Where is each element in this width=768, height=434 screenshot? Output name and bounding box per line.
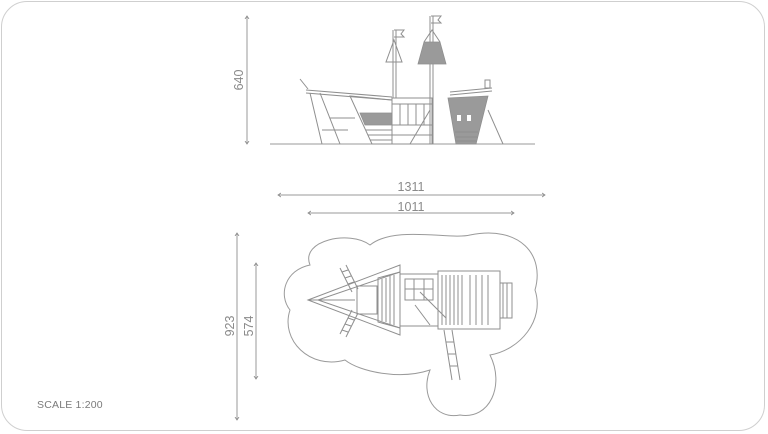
dimension-overall-width: 923 <box>223 233 237 420</box>
dimension-equipment-width-label: 574 <box>242 316 256 337</box>
dimension-equipment-length: 1011 <box>308 200 514 214</box>
dimension-equipment-width: 574 <box>242 263 256 379</box>
dimension-equipment-length-label: 1011 <box>398 200 425 214</box>
dimension-overall-length-label: 1311 <box>398 180 425 194</box>
ship-side-elevation <box>270 15 535 145</box>
dimension-overall-length: 1311 <box>278 180 545 195</box>
dimension-height: 640 <box>232 16 247 144</box>
dimension-overall-width-label: 923 <box>223 316 237 337</box>
scale-label: SCALE 1:200 <box>37 399 103 411</box>
dimension-height-label: 640 <box>232 70 246 91</box>
ship-plan-view <box>283 232 538 417</box>
safety-zone-outline <box>283 232 538 417</box>
